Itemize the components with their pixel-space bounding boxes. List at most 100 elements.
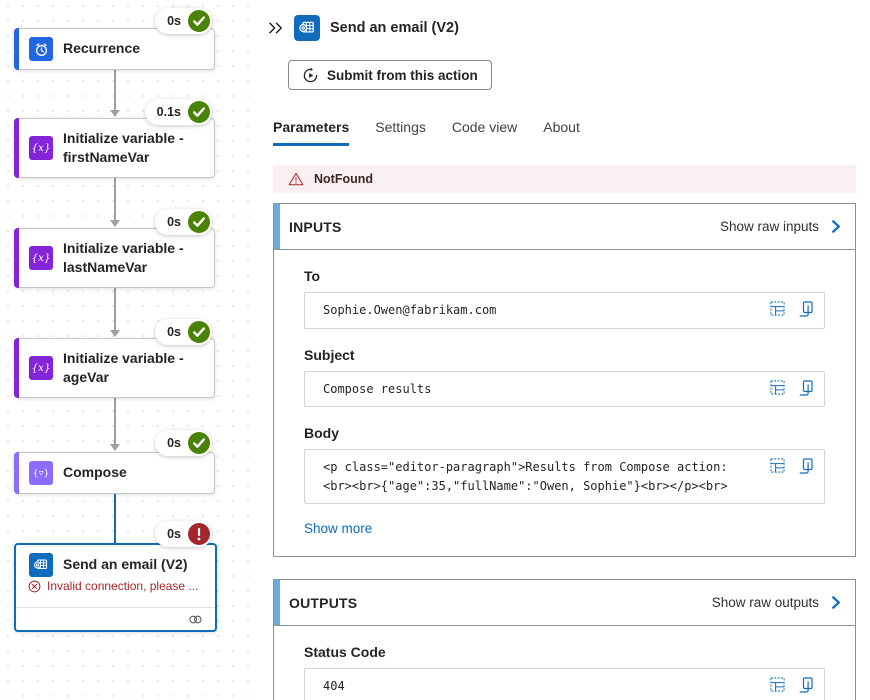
connector-line-selected (114, 494, 116, 543)
success-check-icon (188, 432, 210, 454)
node-accent-bar (14, 338, 19, 398)
status-badge[interactable]: 0s (155, 319, 212, 345)
duration-label: 0s (167, 436, 181, 450)
field-body: <p class="editor-paragraph">Results from… (304, 449, 825, 505)
recurrence-clock-icon (29, 37, 53, 61)
collapse-panel-icon[interactable] (265, 17, 287, 39)
outputs-body: Status Code 404 (274, 644, 855, 700)
copy-icon[interactable] (799, 301, 813, 317)
show-more-link[interactable]: Show more (304, 521, 373, 537)
duration-label: 0.1s (156, 105, 181, 119)
error-banner-text: NotFound (314, 172, 374, 186)
node-accent-bar (14, 228, 19, 288)
circle-x-icon (28, 580, 41, 592)
tab-parameters[interactable]: Parameters (273, 119, 350, 146)
variable-icon: {x} (29, 356, 53, 380)
outlook-icon (294, 15, 320, 41)
show-raw-inputs-link[interactable]: Show raw inputs (720, 219, 841, 234)
arrow-down-icon (110, 110, 120, 117)
arrow-down-icon (110, 444, 120, 451)
compose-icon: {▿} (29, 461, 53, 485)
action-details-panel: Send an email (V2) Submit from this acti… (258, 0, 870, 700)
field-subject: Compose results (304, 370, 825, 408)
duration-label: 0s (167, 325, 181, 339)
node-initialize-agevar[interactable]: {x} Initialize variable - ageVar (14, 338, 215, 398)
duration-label: 0s (167, 215, 181, 229)
field-to-value: Sophie.Owen@fabrikam.com (323, 303, 497, 317)
node-initialize-firstnamevar[interactable]: {x} Initialize variable - firstNameVar (14, 118, 215, 178)
node-initialize-lastnamevar[interactable]: {x} Initialize variable - lastNameVar (14, 228, 215, 288)
inputs-title: INPUTS (289, 218, 342, 235)
inputs-header: INPUTS Show raw inputs (274, 204, 855, 250)
field-label-subject: Subject (304, 346, 355, 363)
outputs-title: OUTPUTS (289, 594, 358, 611)
arrow-down-icon (110, 220, 120, 227)
tab-code-view[interactable]: Code view (451, 119, 518, 135)
tab-settings[interactable]: Settings (375, 119, 426, 135)
submit-from-this-action-button[interactable]: Submit from this action (288, 60, 492, 90)
status-badge[interactable]: 0s (155, 521, 212, 547)
node-accent-bar (14, 28, 19, 70)
field-body-value: <p class="editor-paragraph">Results from… (323, 460, 735, 493)
table-view-icon[interactable] (770, 301, 785, 317)
field-label-body: Body (304, 425, 339, 442)
node-title: Recurrence (63, 40, 141, 57)
copy-icon[interactable] (799, 458, 813, 474)
connector-line (110, 398, 120, 451)
node-recurrence[interactable]: Recurrence (14, 28, 215, 70)
chevron-right-icon (832, 596, 840, 610)
panel-header: Send an email (V2) (259, 0, 870, 41)
tab-bar: Parameters Settings Code view About (273, 119, 870, 146)
tab-about[interactable]: About (543, 119, 580, 135)
node-accent-bar (14, 452, 19, 494)
duration-label: 0s (167, 14, 181, 28)
status-badge[interactable]: 0.1s (144, 99, 212, 125)
node-title: Initialize variable - firstNameVar (63, 129, 184, 165)
copy-icon[interactable] (799, 379, 813, 396)
field-label-to: To (304, 268, 321, 284)
node-accent-bar (14, 118, 19, 178)
workflow-canvas[interactable]: 0s 0.1s 0s 0s 0s 0s Recurr (0, 0, 258, 700)
outputs-section: OUTPUTS Show raw outputs Status Code 404 (273, 579, 856, 700)
field-status-code: 404 (304, 668, 825, 700)
node-error-message: Invalid connection, please ... (16, 579, 215, 600)
node-title: Compose (63, 464, 127, 481)
connector-line (110, 178, 120, 227)
warning-triangle-icon (288, 172, 304, 186)
status-badge[interactable]: 0s (155, 8, 212, 34)
node-send-an-email[interactable]: Send an email (V2) Invalid connection, p… (14, 543, 217, 632)
outlook-icon (29, 553, 53, 577)
error-exclamation-icon (188, 523, 210, 545)
variable-icon: {x} (29, 246, 53, 270)
inputs-body: To Sophie.Owen@fabrikam.com Subject Comp… (274, 268, 855, 556)
show-raw-outputs-link[interactable]: Show raw outputs (712, 595, 841, 610)
inputs-section: INPUTS Show raw inputs To Sophie.Owen@fa… (273, 203, 856, 558)
section-accent-stripe (274, 204, 280, 249)
section-accent-stripe (274, 580, 280, 626)
outputs-header: OUTPUTS Show raw outputs (274, 580, 855, 627)
field-status-code-value: 404 (323, 679, 345, 694)
success-check-icon (188, 321, 210, 343)
success-check-icon (188, 10, 210, 32)
connection-link-icon[interactable] (188, 614, 203, 625)
panel-title: Send an email (V2) (330, 20, 459, 36)
copy-icon[interactable] (799, 677, 813, 693)
duration-label: 0s (167, 527, 181, 541)
resubmit-play-icon (303, 67, 318, 82)
table-view-icon[interactable] (770, 677, 785, 693)
field-label-status-code: Status Code (304, 644, 386, 661)
connector-line (110, 70, 120, 117)
variable-icon: {x} (29, 136, 53, 160)
table-view-icon[interactable] (770, 458, 785, 474)
node-title: Initialize variable - lastNameVar (63, 239, 184, 275)
success-check-icon (188, 211, 210, 233)
connector-line (110, 288, 120, 337)
chevron-right-icon (832, 220, 840, 233)
status-badge[interactable]: 0s (155, 209, 212, 235)
node-compose[interactable]: {▿} Compose (14, 452, 215, 494)
field-to: Sophie.Owen@fabrikam.com (304, 292, 825, 329)
field-subject-value: Compose results (323, 381, 432, 396)
status-badge[interactable]: 0s (155, 430, 212, 456)
table-view-icon[interactable] (770, 380, 785, 396)
